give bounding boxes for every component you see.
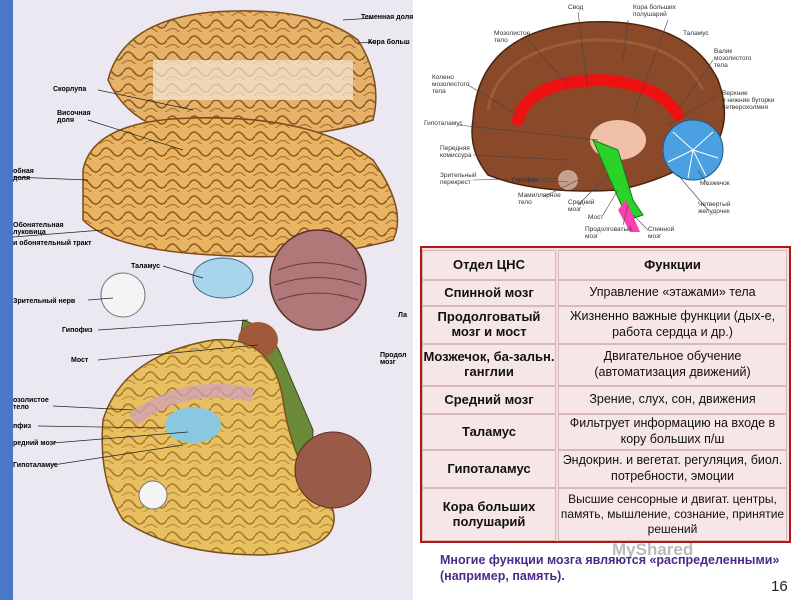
brain-medial-svg — [457, 11, 726, 232]
label-splenium: Валик мозолистого тела — [714, 48, 752, 70]
label-fourth-ventricle: Четвертый желудочек — [698, 201, 731, 216]
cell-dept: Спинной мозг — [422, 280, 556, 306]
label-anterior-commissure: Передняя комиссура — [440, 145, 472, 160]
label-thalamus-left: Таламус — [131, 263, 161, 270]
label-medulla-right: Продолговатый мозг — [585, 226, 632, 241]
label-olfactory-bulb: Обонятельная луковица — [13, 222, 64, 236]
cell-dept: Гипоталамус — [422, 450, 556, 488]
label-putamen: Скорлупа — [53, 86, 87, 93]
brain-lateral-illustration: Теменная доля Кора больш Скорлупа Височн… — [12, 0, 414, 600]
label-olfactory-tract: и обонятельный тракт — [13, 240, 92, 247]
label-pituitary-right: Гипофиз — [512, 177, 538, 184]
cell-dept: Кора больших полушарий — [422, 488, 556, 541]
cell-func: Высшие сенсорные и двигат. центры, памят… — [558, 488, 787, 541]
label-midbrain-left: редний мозг — [13, 440, 57, 447]
table-row: Средний мозг Зрение, слух, сон, движения — [422, 386, 789, 414]
page-number: 16 — [771, 578, 788, 595]
label-pituitary-left: Гипофиз — [62, 327, 93, 334]
cell-func: Двигательное обучение (автоматизация дви… — [558, 344, 787, 386]
label-fornix: Свод — [568, 4, 584, 11]
label-mammillary-body: Мамиллярное тело — [518, 192, 561, 207]
header-functions: Функции — [558, 250, 787, 280]
brain-medial-section: Свод Кора больших полушарий Таламус Мозо… — [418, 0, 800, 245]
cell-dept: Мозжечок, ба-зальн. ганглии — [422, 344, 556, 386]
table-row: Мозжечок, ба-зальн. ганглии Двигательное… — [422, 344, 789, 386]
label-medulla-left: Продол мозг — [380, 352, 407, 366]
cell-func: Зрение, слух, сон, движения — [558, 386, 787, 414]
label-cerebral-cortex: Кора больших полушарий — [633, 4, 676, 19]
label-thalamus-right: Таламус — [683, 30, 709, 37]
label-temporal-lobe: Височная доля — [57, 110, 91, 124]
header-department: Отдел ЦНС — [422, 250, 556, 280]
label-spinal-cord-right: Спинной мозг — [648, 226, 675, 241]
label-colliculi: Верхние и нижние бугорки четверохолмия — [722, 90, 775, 112]
label-la: Ла — [398, 312, 407, 319]
cell-dept: Таламус — [422, 414, 556, 450]
brain-illustration-svg — [12, 10, 399, 556]
label-corpus-callosum-right: Мозолистое тело — [494, 30, 531, 45]
cell-func: Управление «этажами» тела — [558, 280, 787, 306]
table-row: Спинной мозг Управление «этажами» тела — [422, 280, 789, 306]
label-parietal-lobe: Теменная доля — [361, 14, 414, 21]
label-cortex: Кора больш — [368, 39, 410, 46]
label-epiphysis: пфиз — [13, 423, 32, 430]
table-row: Гипоталамус Эндокрин. и вегетат. регуляц… — [422, 450, 789, 488]
label-corpus-callosum-left: озолистое тело — [13, 397, 49, 411]
label-pons-right: Мост — [588, 214, 604, 221]
label-frontal-lobe: обная доля — [13, 168, 34, 182]
label-midbrain-right: Средний мозг — [568, 199, 595, 214]
cell-dept: Продолговатый мозг и мост — [422, 306, 556, 344]
cell-func: Эндокрин. и вегетат. регуляция, биол. по… — [558, 450, 787, 488]
label-optic-nerve: Зрительный нерв — [13, 298, 76, 305]
label-cerebellum-right: Мозжечок — [700, 180, 730, 187]
label-hypothalamus-right: Гипоталамус — [424, 120, 463, 127]
table-row: Таламус Фильтрует информацию на входе в … — [422, 414, 789, 450]
table-row: Кора больших полушарий Высшие сенсорные … — [422, 488, 789, 541]
cell-func: Фильтрует информацию на входе в кору бол… — [558, 414, 787, 450]
footer-note: Многие функции мозга являются «распредел… — [440, 553, 780, 583]
watermark: MyShared — [612, 540, 694, 559]
cns-functions-table: Отдел ЦНС Функции Спинной мозг Управлени… — [420, 246, 791, 543]
cell-dept: Средний мозг — [422, 386, 556, 414]
label-optic-chiasm: Зрительный перекрест — [440, 172, 477, 187]
label-pons-left: Мост — [71, 357, 89, 364]
table-header-row: Отдел ЦНС Функции — [422, 250, 789, 280]
label-hypothalamus-left: Гипоталамус — [13, 462, 58, 469]
left-accent-strip — [0, 0, 13, 600]
label-genu: Колено мозолистого тела — [432, 74, 470, 96]
cell-func: Жизненно важные функции (дых-е, работа с… — [558, 306, 787, 344]
table-row: Продолговатый мозг и мост Жизненно важны… — [422, 306, 789, 344]
